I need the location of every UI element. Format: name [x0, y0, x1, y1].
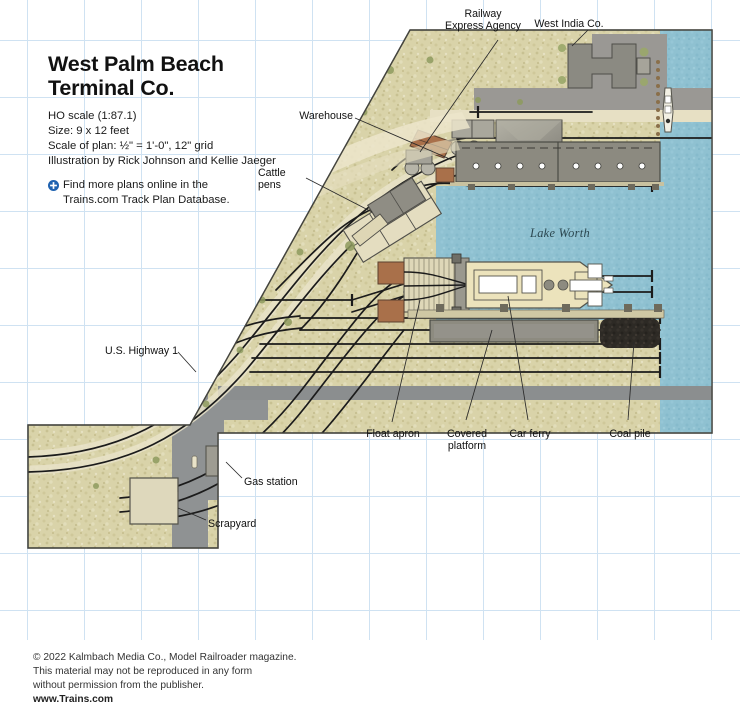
float-apron	[377, 253, 470, 323]
coal-pile	[600, 318, 660, 348]
footer-website: www.Trains.com	[33, 693, 114, 705]
callout-cattle-pens: Cattle pens	[258, 167, 286, 192]
channel-pilings	[656, 60, 660, 136]
lake-worth-label: Lake Worth	[530, 226, 591, 240]
benchwork-outline	[27, 29, 713, 549]
pier-approach-strip	[430, 110, 712, 122]
cattle-chute	[351, 213, 389, 247]
callout-gas-station: Gas station	[244, 476, 298, 488]
scrapyard	[129, 477, 179, 525]
callout-railway-express-agency: Railway Express Agency	[445, 8, 521, 33]
callout-coal-pile: Coal pile	[609, 428, 651, 440]
promo-line-1: Find more plans online in the	[63, 178, 209, 191]
pier-shed	[636, 57, 651, 75]
spec-list: HO scale (1:87.1) Size: 9 x 12 feet Scal…	[48, 109, 348, 169]
apron-abutment-south	[377, 299, 405, 323]
promo-line-2: Trains.com Track Plan Database.	[63, 193, 230, 206]
footer-line-1: © 2022 Kalmbach Media Co., Model Railroa…	[33, 652, 297, 663]
page-title-line2: Terminal Co.	[48, 76, 175, 101]
callout-warehouse: Warehouse	[299, 110, 353, 122]
spec-size: Size: 9 x 12 feet	[48, 125, 130, 138]
callout-leader-lines	[177, 29, 635, 521]
lower-service-road	[218, 386, 712, 400]
callout-west-india-co: West India Co.	[534, 18, 604, 30]
footer-line-3: without permission from the publisher.	[33, 679, 205, 691]
pier-piles	[450, 182, 664, 190]
cattle-pens	[342, 176, 443, 264]
spec-scale: HO scale (1:87.1)	[48, 110, 137, 123]
spec-plan-scale: Scale of plan: ½" = 1'-0", 12" grid	[48, 139, 214, 152]
quay-edge	[407, 309, 665, 319]
footer-line-2: This material may not be reproduced in a…	[33, 665, 253, 677]
apron-abutment-north	[377, 261, 405, 285]
callout-covered-platform: Covered platform	[446, 428, 488, 453]
quay-bollards	[436, 304, 662, 312]
spec-illustration: Illustration by Rick Johnson and Kellie …	[48, 154, 276, 167]
plus-circle-icon	[48, 179, 59, 191]
promo-note[interactable]: Find more plans online in the Trains.com…	[48, 178, 348, 208]
warehouse-building	[455, 141, 661, 183]
callout-scrapyard: Scrapyard	[208, 518, 257, 530]
shrubs	[93, 56, 523, 489]
shrubs-west-india	[558, 44, 649, 86]
page-title-line1: West Palm Beach	[48, 52, 224, 76]
callout-float-apron: Float apron	[366, 428, 420, 440]
west-india-co-building	[567, 43, 637, 89]
small-boat	[662, 87, 674, 133]
footer-copyright: © 2022 Kalmbach Media Co., Model Railroa…	[33, 651, 453, 707]
small-brown-shed	[435, 167, 455, 183]
callout-us-highway-1: U.S. Highway 1	[104, 345, 178, 357]
car-ferry	[465, 261, 614, 309]
callout-car-ferry: Car ferry	[509, 428, 551, 440]
